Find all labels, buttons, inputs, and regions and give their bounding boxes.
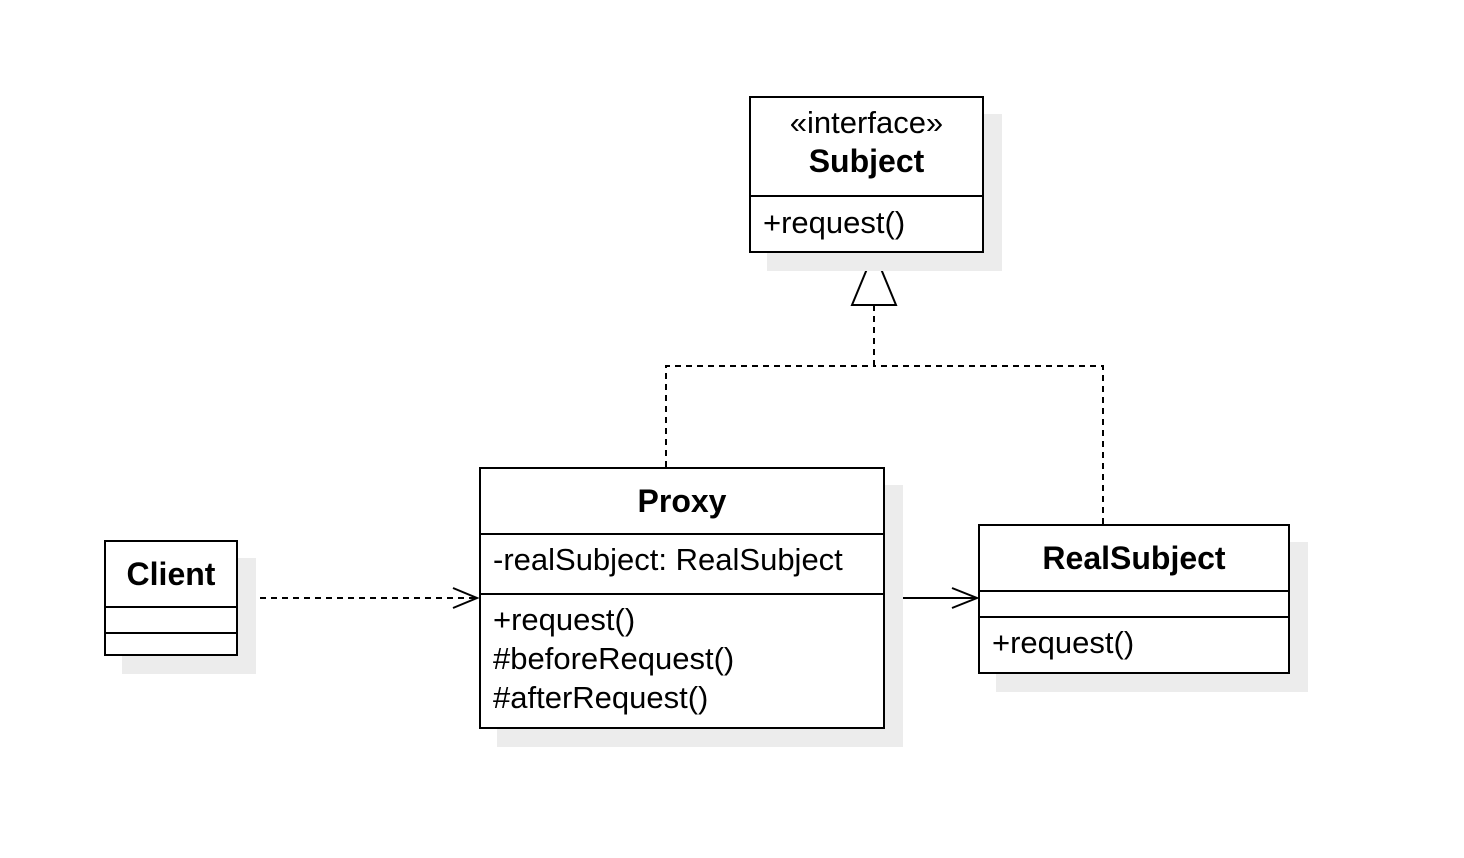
real-subject-name: RealSubject: [1042, 540, 1226, 576]
dependency-arrowhead: [452, 587, 480, 609]
realization-realsubject-line: [874, 365, 1104, 524]
subject-stereotype: «interface»: [789, 105, 944, 140]
client-operations: [106, 632, 236, 654]
subject-name: Subject: [808, 143, 925, 179]
real-subject-class[interactable]: RealSubject +request(): [978, 524, 1308, 692]
operation: +request(): [493, 602, 636, 637]
operation: #beforeRequest(): [493, 641, 735, 676]
subject-class[interactable]: «interface» Subject +request(): [749, 96, 1002, 271]
proxy-class[interactable]: Proxy -realSubject: RealSubject +request…: [479, 467, 903, 747]
class-box: Proxy -realSubject: RealSubject +request…: [479, 467, 885, 729]
proxy-operations: +request() #beforeRequest() #afterReques…: [481, 593, 883, 717]
realization-arrowhead: [850, 249, 898, 306]
client-class[interactable]: Client: [104, 540, 256, 674]
subject-operations: +request(): [751, 195, 982, 242]
real-subject-attributes: [980, 590, 1288, 616]
real-subject-operations: +request(): [980, 616, 1288, 662]
proxy-attributes: -realSubject: RealSubject: [481, 533, 883, 579]
attribute: -realSubject: RealSubject: [493, 542, 843, 577]
operation: #afterRequest(): [493, 680, 709, 715]
client-attributes: [106, 606, 236, 632]
client-name: Client: [126, 556, 216, 592]
class-box: Client: [104, 540, 238, 656]
operation: +request(): [992, 625, 1135, 660]
proxy-name: Proxy: [637, 483, 727, 519]
realization-proxy-line: [665, 365, 874, 467]
class-box: «interface» Subject +request(): [749, 96, 984, 253]
association-arrowhead: [951, 587, 980, 609]
class-box: RealSubject +request(): [978, 524, 1290, 674]
operation: +request(): [763, 205, 906, 240]
